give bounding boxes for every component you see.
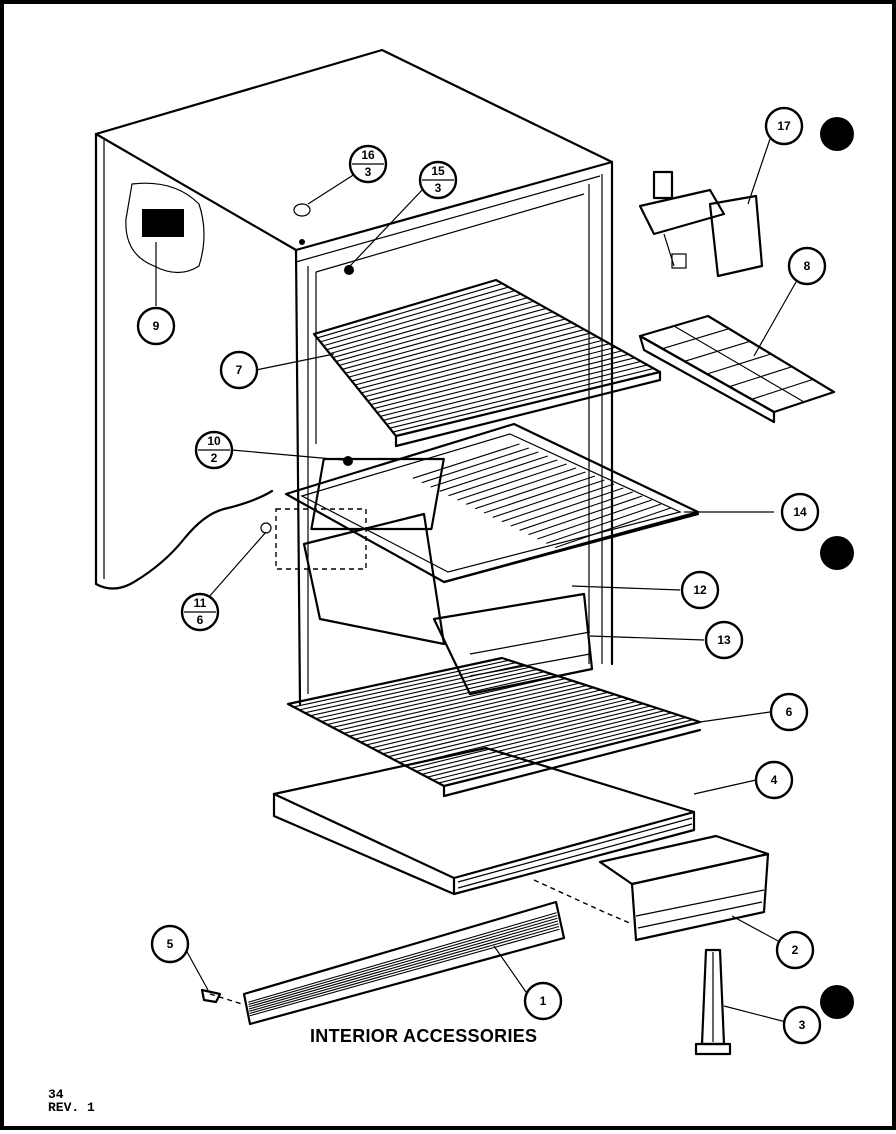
callout-15-bottom: 3 — [435, 181, 442, 195]
exploded-parts-diagram: 9 7 16 3 15 3 10 2 11 6 17 8 14 — [94, 48, 854, 1056]
callout-15-3: 15 3 — [418, 160, 458, 200]
callout-9-label: 9 — [153, 319, 160, 333]
callout-7: 7 — [219, 350, 259, 390]
page-number-block: 34 REV. 1 — [48, 1088, 95, 1114]
ice-maker — [638, 170, 764, 278]
callout-2: 2 — [775, 930, 815, 970]
callout-11-top: 11 — [194, 596, 207, 610]
callout-12: 12 — [680, 570, 720, 610]
fasteners — [260, 203, 354, 534]
callout-12-label: 12 — [693, 583, 707, 597]
lower-wire-shelf — [286, 656, 702, 798]
callout-1-label: 1 — [540, 994, 547, 1008]
callout-13-label: 13 — [717, 633, 731, 647]
callout-5-label: 5 — [167, 937, 174, 951]
diagram-title: INTERIOR ACCESSORIES — [310, 1026, 538, 1046]
callout-13: 13 — [704, 620, 744, 660]
callout-11-6: 11 6 — [180, 592, 220, 632]
callout-6: 6 — [769, 692, 809, 732]
callout-8: 8 — [787, 246, 827, 286]
callout-1: 1 — [523, 981, 563, 1021]
reference-markers — [820, 117, 854, 1019]
revision-label: REV. 1 — [48, 1100, 95, 1115]
callout-16-3: 16 3 — [348, 144, 388, 184]
ice-tray — [638, 314, 836, 424]
callout-3-label: 3 — [799, 1018, 806, 1032]
callout-15-top: 15 — [431, 164, 445, 178]
callout-8-label: 8 — [804, 259, 811, 273]
vegetable-pan — [533, 834, 770, 942]
callout-5: 5 — [150, 924, 190, 964]
callout-4: 4 — [754, 760, 794, 800]
kickplate-grille — [200, 900, 566, 1026]
crisper-cover — [272, 746, 696, 896]
callout-10-top: 10 — [207, 434, 221, 448]
page-number: 34 — [48, 1087, 64, 1102]
leveling-leg — [694, 948, 732, 1056]
callout-16-bottom: 3 — [365, 165, 372, 179]
serial-plate — [125, 182, 205, 306]
upper-wire-shelf — [312, 278, 662, 448]
callout-14: 14 — [780, 492, 820, 532]
callout-4-label: 4 — [771, 773, 778, 787]
callout-11-bottom: 6 — [197, 613, 204, 627]
callout-3: 3 — [782, 1005, 822, 1045]
callout-10-2: 10 2 — [194, 430, 234, 470]
callout-6-label: 6 — [786, 705, 793, 719]
callout-2-label: 2 — [792, 943, 799, 957]
callout-10-bottom: 2 — [211, 451, 218, 465]
leader-lines — [185, 138, 797, 1023]
callout-17: 17 — [764, 106, 804, 146]
callout-16-top: 16 — [361, 148, 375, 162]
callout-7-label: 7 — [236, 363, 243, 377]
callout-17-label: 17 — [777, 119, 791, 133]
middle-shelf-assembly — [275, 422, 700, 696]
cabinet-liner — [94, 48, 614, 706]
callout-9: 9 — [136, 306, 176, 346]
callout-14-label: 14 — [793, 505, 807, 519]
